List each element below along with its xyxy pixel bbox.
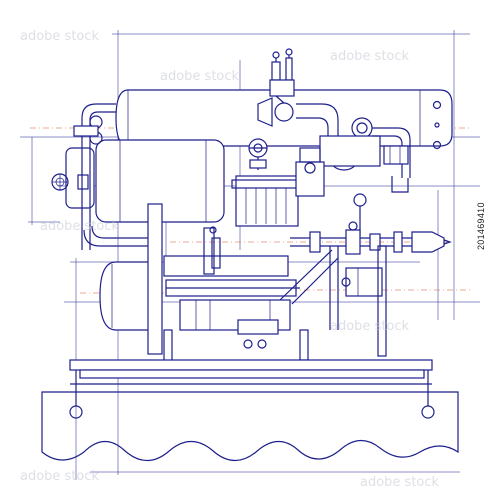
lower-receiver bbox=[99, 261, 151, 331]
foundation bbox=[41, 391, 459, 462]
hand-wheel bbox=[248, 138, 268, 170]
top-valves bbox=[257, 48, 339, 140]
lower-assembly bbox=[147, 203, 383, 355]
left-pipe-loop bbox=[73, 103, 160, 250]
stock-id: 201469410 bbox=[476, 202, 486, 250]
stock-id-strip: 201469410 bbox=[476, 0, 500, 500]
base-skid bbox=[69, 359, 435, 419]
motor-body bbox=[231, 147, 325, 227]
left-cylinder bbox=[51, 139, 225, 223]
manifold-pipe bbox=[290, 221, 452, 330]
right-fittings bbox=[319, 117, 411, 236]
